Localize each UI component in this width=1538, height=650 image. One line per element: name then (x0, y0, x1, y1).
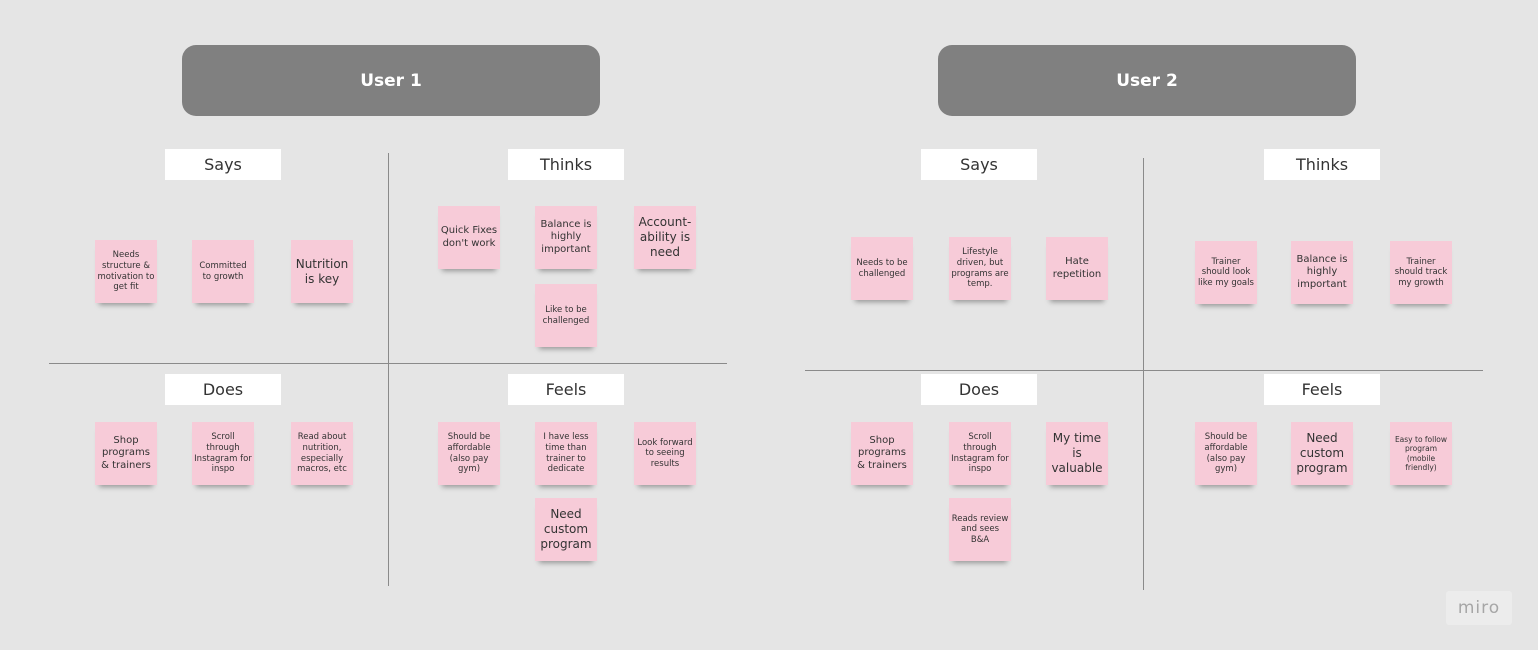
sticky-note[interactable]: My time is valuable (1046, 422, 1108, 485)
sticky-note[interactable]: Quick Fixes don't work (438, 206, 500, 269)
sticky-note[interactable]: Should be affordable (also pay gym) (438, 422, 500, 485)
does-label: Does (921, 374, 1037, 405)
sticky-note[interactable]: Lifestyle driven, but programs are temp. (949, 237, 1011, 300)
feels-label: Feels (1264, 374, 1380, 405)
sticky-note[interactable]: Look forward to seeing results (634, 422, 696, 485)
sticky-note[interactable]: Scroll through Instagram for inspo (949, 422, 1011, 485)
sticky-note[interactable]: Account-ability is need (634, 206, 696, 269)
sticky-note[interactable]: Committed to growth (192, 240, 254, 303)
quadrant-divider-horizontal (805, 370, 1483, 371)
sticky-note[interactable]: Read about nutrition, especially macros,… (291, 422, 353, 485)
miro-logo: miro (1446, 591, 1512, 625)
says-label: Says (921, 149, 1037, 180)
user-1-header[interactable]: User 1 (182, 45, 600, 116)
sticky-note[interactable]: Should be affordable (also pay gym) (1195, 422, 1257, 485)
sticky-note[interactable]: Needs structure & motivation to get fit (95, 240, 157, 303)
sticky-note[interactable]: Needs to be challenged (851, 237, 913, 300)
quadrant-divider-vertical (1143, 158, 1144, 590)
sticky-note[interactable]: Easy to follow program (mobile friendly) (1390, 422, 1452, 485)
sticky-note[interactable]: I have less time than trainer to dedicat… (535, 422, 597, 485)
sticky-note[interactable]: Need custom program (1291, 422, 1353, 485)
sticky-note[interactable]: Balance is highly important (535, 206, 597, 269)
thinks-label: Thinks (508, 149, 624, 180)
quadrant-divider-horizontal (49, 363, 727, 364)
sticky-note[interactable]: Need custom program (535, 498, 597, 561)
sticky-note[interactable]: Trainer should track my growth (1390, 241, 1452, 304)
sticky-note[interactable]: Balance is highly important (1291, 241, 1353, 304)
sticky-note[interactable]: Nutrition is key (291, 240, 353, 303)
sticky-note[interactable]: Trainer should look like my goals (1195, 241, 1257, 304)
sticky-note[interactable]: Shop programs & trainers (95, 422, 157, 485)
quadrant-divider-vertical (388, 153, 389, 586)
thinks-label: Thinks (1264, 149, 1380, 180)
sticky-note[interactable]: Shop programs & trainers (851, 422, 913, 485)
sticky-note[interactable]: Like to be challenged (535, 284, 597, 347)
does-label: Does (165, 374, 281, 405)
says-label: Says (165, 149, 281, 180)
sticky-note[interactable]: Hate repetition (1046, 237, 1108, 300)
sticky-note[interactable]: Scroll through Instagram for inspo (192, 422, 254, 485)
feels-label: Feels (508, 374, 624, 405)
sticky-note[interactable]: Reads review and sees B&A (949, 498, 1011, 561)
user-2-header[interactable]: User 2 (938, 45, 1356, 116)
